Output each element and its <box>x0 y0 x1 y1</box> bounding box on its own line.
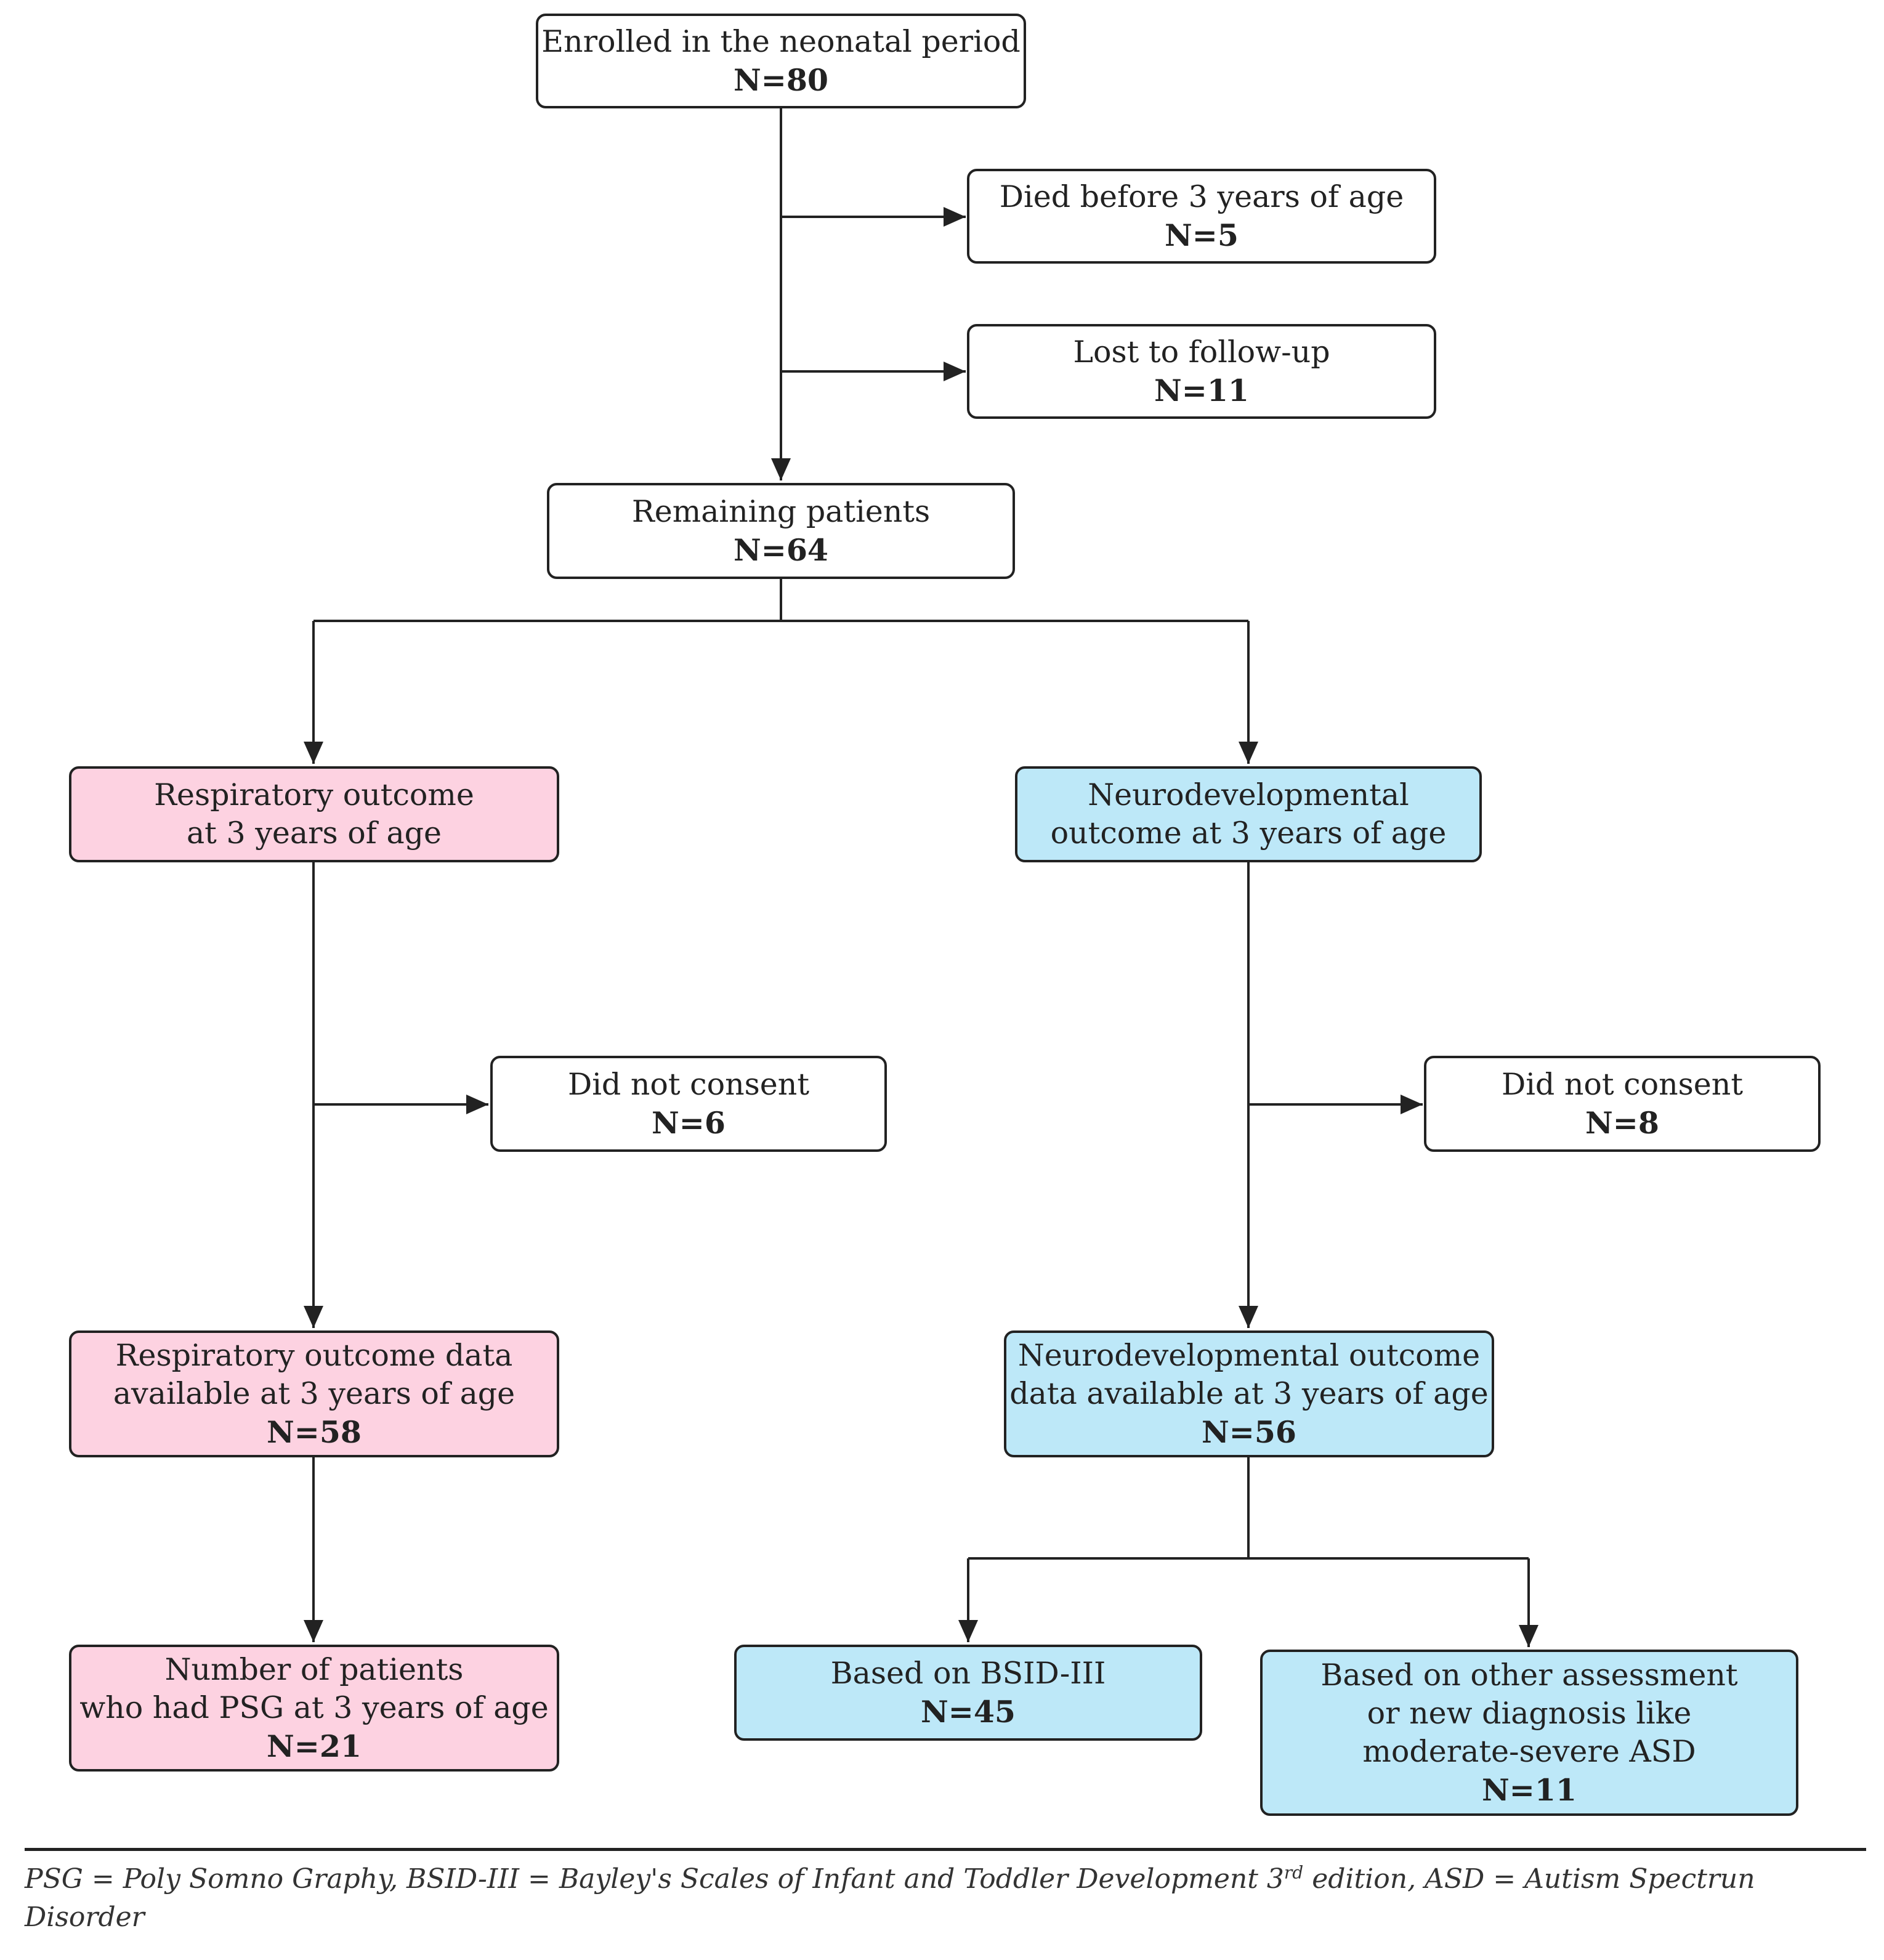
resp-available-box: Respiratory outcome data available at 3 … <box>69 1330 559 1457</box>
neuro-available-count: N=56 <box>1201 1414 1297 1450</box>
footnote-divider <box>25 1848 1866 1851</box>
neuro-noconsent-count: N=8 <box>1585 1105 1659 1141</box>
neuro-available-line1: Neurodevelopmental outcome <box>1017 1338 1481 1373</box>
resp-noconsent-title: Did not consent <box>567 1067 810 1102</box>
resp-available-line1: Respiratory outcome data <box>115 1338 513 1373</box>
neuro-available-line2: data available at 3 years of age <box>1009 1376 1489 1411</box>
remaining-box: Remaining patients N=64 <box>547 483 1015 579</box>
footnote-part2: edition, ASD = Autism Spectrun <box>1303 1863 1755 1895</box>
footnote-line2: Disorder <box>25 1901 145 1933</box>
other-count: N=11 <box>1481 1772 1577 1808</box>
lost-box: Lost to follow-up N=11 <box>967 324 1436 419</box>
enrolled-box: Enrolled in the neonatal period N=80 <box>536 14 1026 108</box>
other-box: Based on other assessment or new diagnos… <box>1260 1650 1798 1816</box>
resp-outcome-line1: Respiratory outcome <box>154 777 474 812</box>
resp-available-line2: available at 3 years of age <box>113 1376 515 1411</box>
other-line3: moderate-severe ASD <box>1362 1734 1696 1769</box>
resp-available-count: N=58 <box>266 1414 362 1450</box>
footnote-sup: rd <box>1284 1862 1304 1883</box>
resp-psg-count: N=21 <box>266 1728 362 1764</box>
neuro-noconsent-box: Did not consent N=8 <box>1424 1056 1821 1152</box>
remaining-title: Remaining patients <box>631 494 931 529</box>
died-box: Died before 3 years of age N=5 <box>967 169 1436 264</box>
remaining-count: N=64 <box>733 532 829 568</box>
enrolled-count: N=80 <box>733 62 829 98</box>
lost-title: Lost to follow-up <box>1073 334 1330 370</box>
neuro-outcome-line2: outcome at 3 years of age <box>1050 816 1447 851</box>
resp-noconsent-box: Did not consent N=6 <box>490 1056 887 1152</box>
died-count: N=5 <box>1165 217 1239 253</box>
bsid-count: N=45 <box>920 1694 1016 1730</box>
resp-outcome-line2: at 3 years of age <box>186 816 442 851</box>
neuro-outcome-box: Neurodevelopmental outcome at 3 years of… <box>1015 766 1482 862</box>
bsid-title: Based on BSID-III <box>830 1656 1106 1691</box>
other-line2: or new diagnosis like <box>1367 1696 1692 1731</box>
resp-psg-box: Number of patients who had PSG at 3 year… <box>69 1645 559 1772</box>
footnote: PSG = Poly Somno Graphy, BSID-III = Bayl… <box>25 1860 1866 1937</box>
enrolled-title: Enrolled in the neonatal period <box>541 24 1021 59</box>
died-title: Died before 3 years of age <box>999 179 1404 214</box>
other-line1: Based on other assessment <box>1320 1658 1738 1693</box>
bsid-box: Based on BSID-III N=45 <box>734 1645 1202 1741</box>
neuro-noconsent-title: Did not consent <box>1501 1067 1744 1102</box>
neuro-outcome-line1: Neurodevelopmental <box>1088 777 1409 812</box>
lost-count: N=11 <box>1154 373 1250 408</box>
neuro-available-box: Neurodevelopmental outcome data availabl… <box>1004 1330 1494 1457</box>
footnote-part1: PSG = Poly Somno Graphy, BSID-III = Bayl… <box>25 1863 1284 1895</box>
resp-psg-line1: Number of patients <box>164 1652 464 1687</box>
resp-psg-line2: who had PSG at 3 years of age <box>79 1690 549 1725</box>
resp-outcome-box: Respiratory outcome at 3 years of age <box>69 766 559 862</box>
resp-noconsent-count: N=6 <box>652 1105 726 1141</box>
